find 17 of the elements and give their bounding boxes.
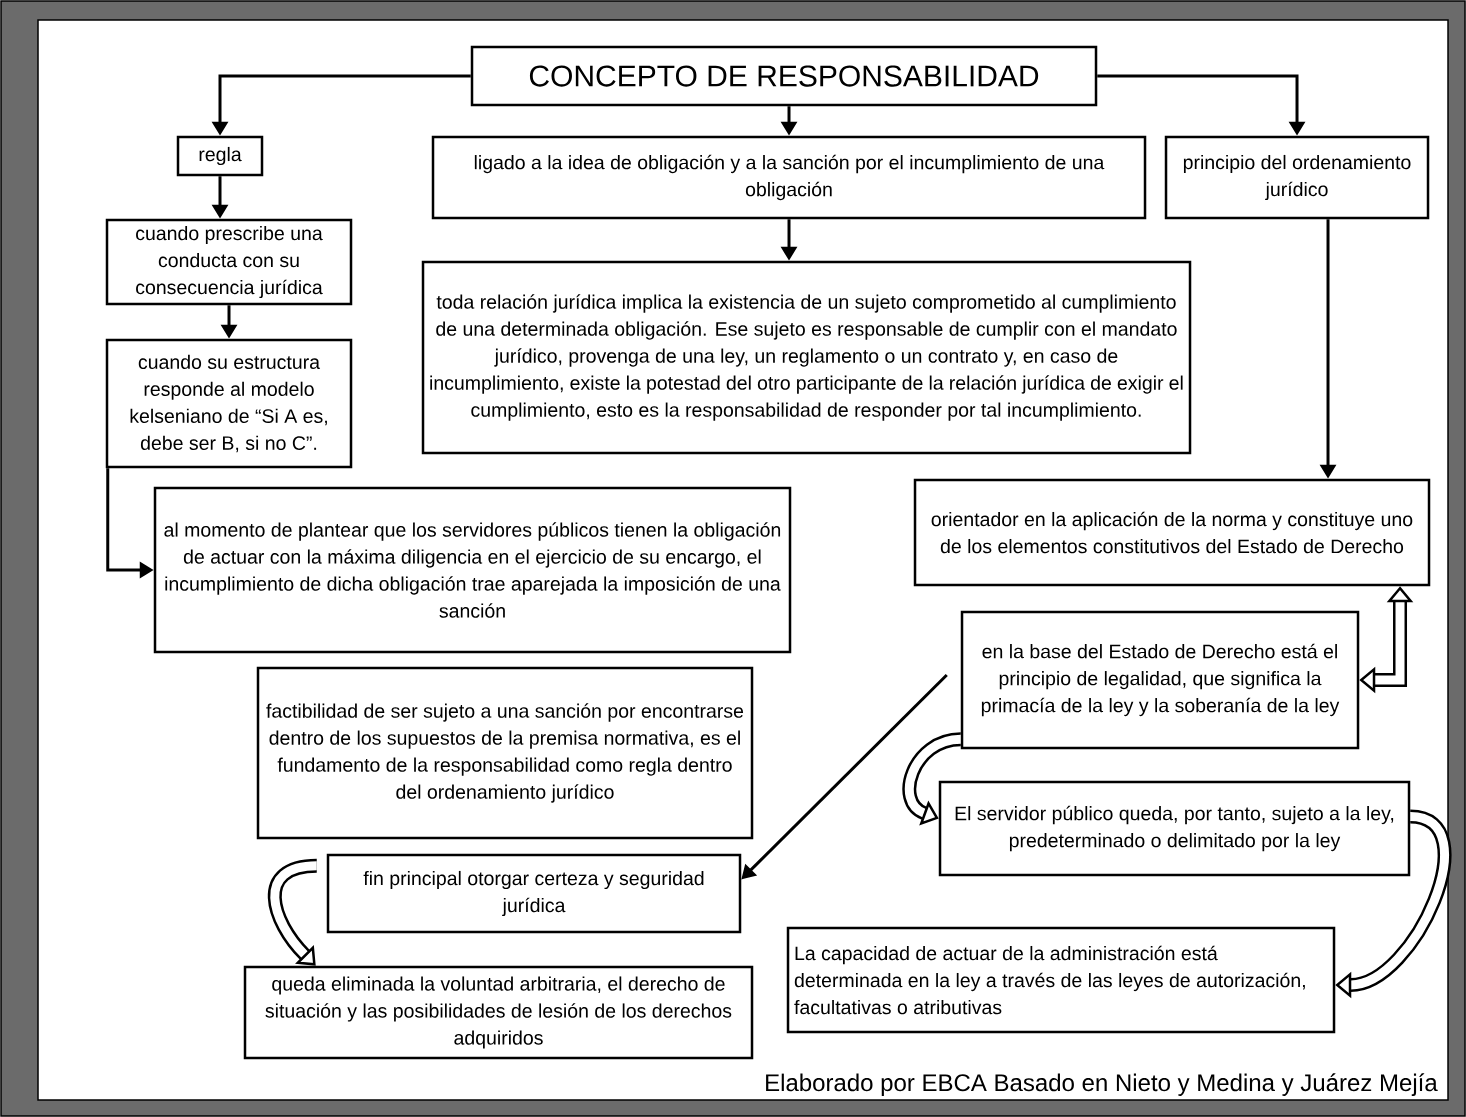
caption: Elaborado por EBCA Basado en Nieto y Medina y Juárez Mejía (766, 1073, 1438, 1096)
text-box: El servidor público queda, por tanto, sujeto a la ley, predeterminado o delimitado por la ley (938, 780, 1411, 877)
text-box: principio del ordenamiento jurídico (1164, 135, 1430, 220)
text-box: La capacidad de actuar de la administración está determinada en la ley a través de las leyes de autorización, facultativas o atributivas (786, 926, 1336, 1034)
text-box: factibilidad de ser sujeto a una sanción por encontrarse dentro de los supuestos de la premisa normativa, es el fundamento de la responsabilidad como regla dentro del ordenamiento jurídico (256, 666, 754, 840)
text-box: queda eliminada la voluntad arbitraria, el derecho de situación y las posibilidades de lesión de los derechos adquiridos (243, 965, 754, 1060)
text-box: toda relación jurídica implica la existencia de un sujeto comprometido al cumplimiento de una determinada obligación. Ese sujeto es responsable de cumplir con el mandato jurídico, provenga de una ley, un reglamento o un contrato y, en caso de incumplimiento, existe la potestad del otro participante de la relación jurídica de exigir el cumplimiento, esto es la responsabilidad de responder por tal incumplimiento. (421, 260, 1192, 455)
text-box: al momento de plantear que los servidores públicos tienen la obligación de actuar con la máxima diligencia en el ejercicio de su encargo, el incumplimiento de dicha obligación trae aparejada la imposición de una sanción (153, 486, 792, 654)
text-box: cuando prescribe una conducta con su consecuencia jurídica (105, 218, 353, 306)
text-box: fin principal otorgar certeza y seguridad jurídica (326, 853, 742, 934)
title-box: CONCEPTO DE RESPONSABILIDAD (470, 45, 1098, 107)
text-box: en la base del Estado de Derecho está el principio de legalidad, que significa la primacía de la ley y la soberanía de la ley (960, 610, 1360, 750)
text-box: regla (176, 135, 264, 177)
text-box: orientador en la aplicación de la norma y constituye uno de los elementos constitutivos del Estado de Derecho (913, 478, 1431, 587)
text-box: cuando su estructura responde al modelo kelseniano de “Si A es, debe ser B, si no C”. (105, 338, 353, 469)
block-arrow (267, 858, 318, 966)
text-box: ligado a la idea de obligación y a la sanción por el incumplimiento de una obligación (431, 135, 1147, 220)
